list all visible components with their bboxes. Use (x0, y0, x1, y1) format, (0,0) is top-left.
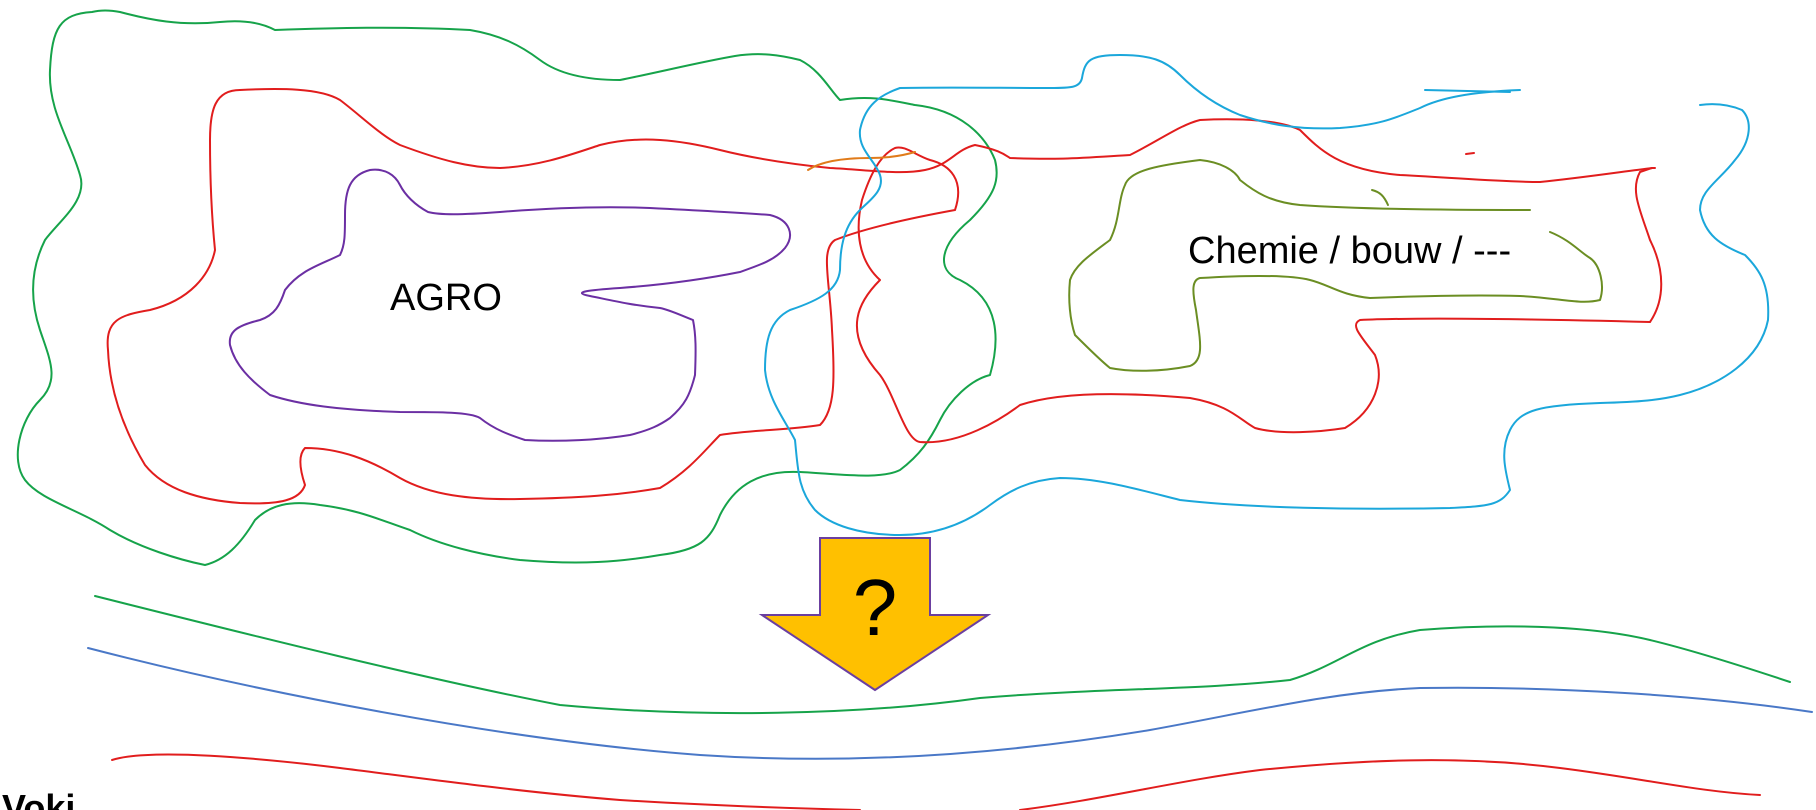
green-outer-contour (16, 9, 998, 566)
down-arrow-shape (758, 537, 992, 692)
red-small-mark (1465, 152, 1475, 155)
olive-small-mark (1371, 189, 1389, 206)
red-lower-flow-line (111, 753, 1761, 810)
cyan-short-dash (1424, 89, 1511, 93)
purple-agro-contour (228, 168, 791, 442)
agro-label: AGRO (390, 277, 502, 319)
cyan-contour (764, 54, 1770, 536)
olive-chemie-contour (1068, 159, 1603, 372)
arrow-question-mark: ? (853, 563, 898, 652)
blue-lower-flow-line (87, 647, 1813, 760)
green-lower-flow-line (94, 595, 1791, 715)
chemie-label: Chemie / bouw / --- (1188, 230, 1511, 272)
bottom-partial-label: Voki... (2, 787, 105, 810)
red-middle-contour-top (239, 88, 1653, 183)
